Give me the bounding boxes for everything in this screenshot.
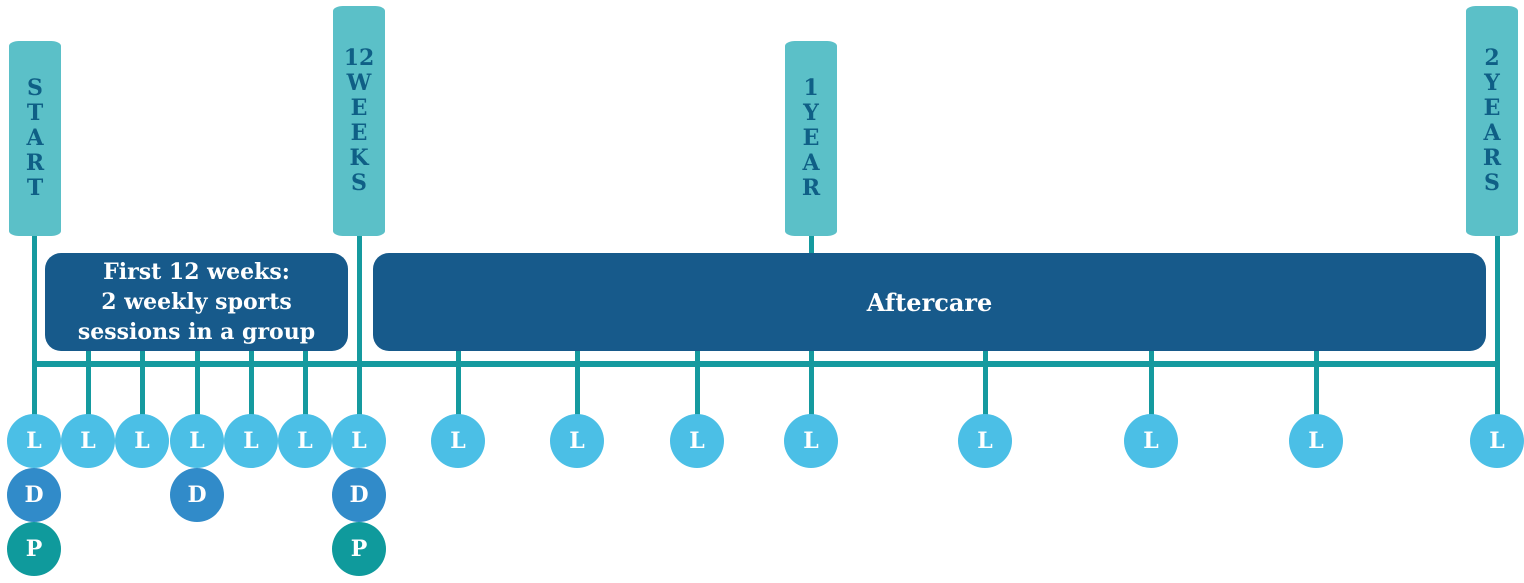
tick-stem bbox=[1314, 346, 1319, 416]
milestone-char: S bbox=[351, 170, 367, 196]
milestone-char: 1 bbox=[803, 75, 819, 101]
node-l: L bbox=[1289, 414, 1343, 468]
node-l: L bbox=[115, 414, 169, 468]
tick-stem bbox=[809, 346, 814, 416]
aftercare-label: Aftercare bbox=[866, 287, 993, 317]
node-l: L bbox=[332, 414, 386, 468]
node-l: L bbox=[61, 414, 115, 468]
milestone-start: S T A R T bbox=[9, 41, 61, 236]
tick-stem bbox=[86, 346, 91, 416]
milestone-char: 12 bbox=[343, 45, 375, 71]
tick-stem bbox=[303, 346, 308, 416]
node-l: L bbox=[7, 414, 61, 468]
milestone-char: A bbox=[26, 125, 44, 151]
milestone-char: T bbox=[26, 175, 44, 201]
node-p: P bbox=[7, 522, 61, 576]
milestone-12-weeks: 12 W E E K S bbox=[333, 6, 385, 236]
milestone-char: 2 bbox=[1484, 45, 1500, 71]
milestone-char: R bbox=[801, 175, 821, 201]
node-l: L bbox=[550, 414, 604, 468]
node-l: L bbox=[278, 414, 332, 468]
tick-stem bbox=[983, 346, 988, 416]
node-l: L bbox=[170, 414, 224, 468]
node-d: D bbox=[7, 468, 61, 522]
milestone-char: S bbox=[1484, 170, 1500, 196]
tick-stem bbox=[249, 346, 254, 416]
milestone-char: R bbox=[1482, 145, 1502, 171]
node-l: L bbox=[431, 414, 485, 468]
tick-stem bbox=[140, 346, 145, 416]
tick-stem bbox=[195, 346, 200, 416]
milestone-char: E bbox=[1483, 95, 1501, 121]
tick-stem bbox=[1495, 364, 1500, 416]
milestone-char: E bbox=[802, 125, 820, 151]
node-l: L bbox=[958, 414, 1012, 468]
aftercare-band: Aftercare bbox=[373, 253, 1486, 351]
milestone-char: A bbox=[802, 150, 820, 176]
node-p: P bbox=[332, 522, 386, 576]
tick-stem bbox=[32, 364, 37, 416]
node-l: L bbox=[1124, 414, 1178, 468]
tick-stem bbox=[695, 346, 700, 416]
milestone-1-year: 1 Y E A R bbox=[785, 41, 837, 236]
node-l: L bbox=[784, 414, 838, 468]
tick-stem bbox=[1149, 346, 1154, 416]
tick-stem bbox=[575, 346, 580, 416]
milestone-stem-start bbox=[32, 235, 37, 365]
milestone-char: Y bbox=[803, 100, 819, 126]
node-l: L bbox=[224, 414, 278, 468]
milestone-char: A bbox=[1483, 120, 1501, 146]
milestone-char: S bbox=[27, 75, 43, 101]
tick-stem bbox=[456, 346, 461, 416]
milestone-char: K bbox=[349, 145, 369, 171]
node-l: L bbox=[1470, 414, 1524, 468]
milestone-stem-12-weeks bbox=[357, 235, 362, 365]
milestone-stem-1-year bbox=[809, 235, 814, 255]
tick-stem bbox=[357, 364, 362, 416]
milestone-char: Y bbox=[1484, 70, 1500, 96]
node-l: L bbox=[670, 414, 724, 468]
node-d: D bbox=[332, 468, 386, 522]
timeline-axis bbox=[32, 361, 1498, 367]
node-d: D bbox=[170, 468, 224, 522]
milestone-char: E bbox=[350, 95, 368, 121]
milestone-char: T bbox=[26, 100, 44, 126]
milestone-2-years: 2 Y E A R S bbox=[1466, 6, 1518, 236]
milestone-char: E bbox=[350, 120, 368, 146]
milestone-char: W bbox=[346, 70, 372, 96]
milestone-stem-2-years bbox=[1495, 235, 1500, 365]
milestone-char: R bbox=[25, 150, 45, 176]
first-12-weeks-band: First 12 weeks: 2 weekly sports sessions… bbox=[45, 253, 348, 351]
first-12-weeks-label: First 12 weeks: 2 weekly sports sessions… bbox=[77, 259, 316, 345]
